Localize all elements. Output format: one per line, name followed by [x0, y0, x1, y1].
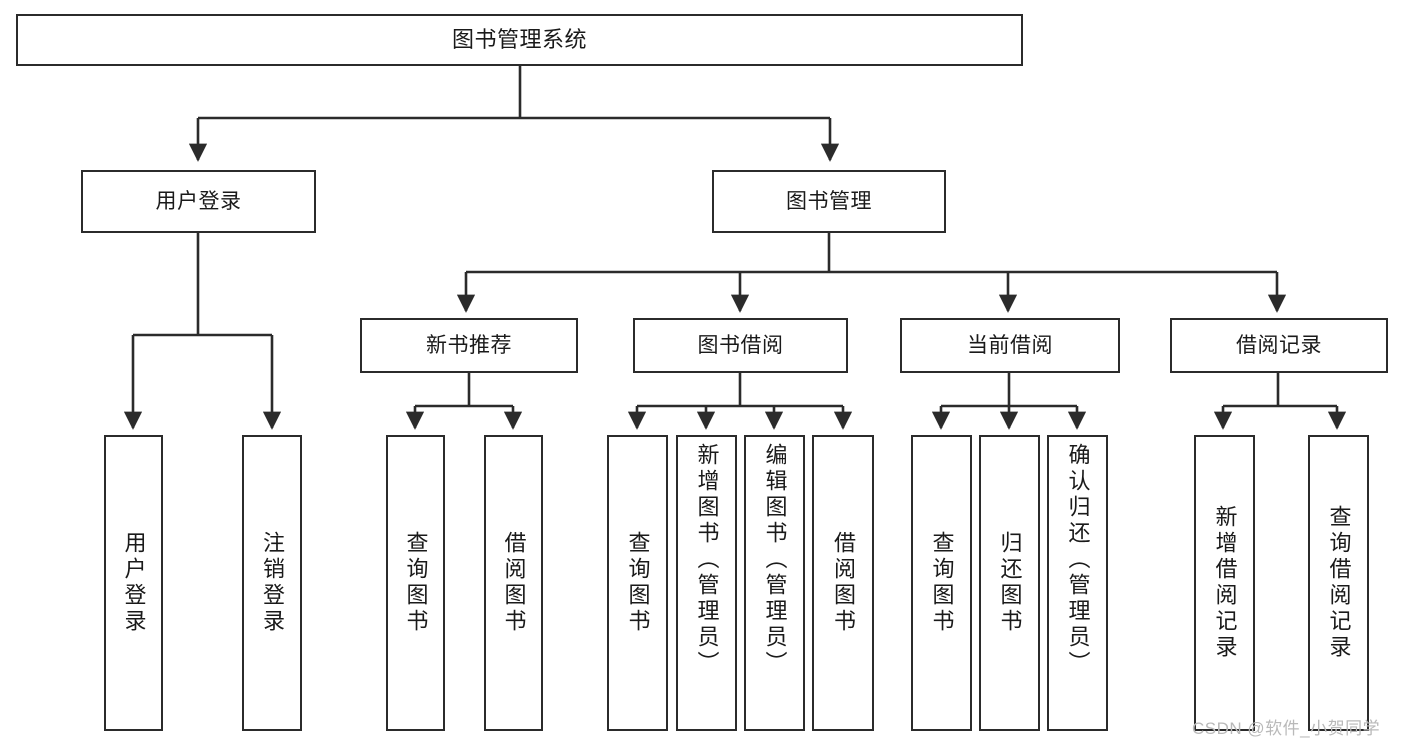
node-label: 新增图书（管理员）: [694, 443, 720, 677]
node-label: 用户登录: [155, 189, 242, 213]
node-label: 查询借阅记录: [1326, 505, 1352, 661]
leaf-new-book-query-book[interactable]: 查询图书: [386, 435, 445, 731]
node-label: 借阅图书: [501, 531, 527, 635]
node-label: 图书管理: [786, 189, 872, 213]
node-label: 借阅图书: [831, 531, 856, 635]
node-label: 确认归还（管理员）: [1065, 443, 1091, 677]
leaf-current-borrow-confirm-return-admin[interactable]: 确认归还（管理员）: [1047, 435, 1108, 731]
node-root-book-management-system[interactable]: 图书管理系统: [16, 14, 1023, 66]
leaf-book-borrow-borrow-book[interactable]: 借阅图书: [812, 435, 874, 731]
node-borrow-record[interactable]: 借阅记录: [1170, 318, 1388, 373]
leaf-book-borrow-edit-book-admin[interactable]: 编辑图书（管理员）: [744, 435, 805, 731]
leaf-book-borrow-query-book[interactable]: 查询图书: [607, 435, 668, 731]
leaf-current-borrow-query-book[interactable]: 查询图书: [911, 435, 972, 731]
node-label: 查询图书: [403, 531, 429, 635]
node-new-book-recommend[interactable]: 新书推荐: [360, 318, 578, 373]
node-label: 借阅记录: [1236, 333, 1322, 357]
leaf-user-login-logout[interactable]: 注销登录: [242, 435, 302, 731]
leaf-current-borrow-return-book[interactable]: 归还图书: [979, 435, 1040, 731]
node-current-borrow[interactable]: 当前借阅: [900, 318, 1120, 373]
csdn-watermark: CSDN @软件_小贺同学: [1192, 719, 1381, 738]
node-label: 当前借阅: [967, 333, 1053, 357]
leaf-borrow-record-query-record[interactable]: 查询借阅记录: [1308, 435, 1369, 731]
node-label: 图书管理系统: [451, 26, 587, 52]
leaf-borrow-record-add-record[interactable]: 新增借阅记录: [1194, 435, 1255, 731]
node-label: 归还图书: [997, 531, 1023, 635]
node-label: 用户登录: [121, 531, 147, 635]
node-label: 新增借阅记录: [1212, 505, 1238, 661]
node-book-management[interactable]: 图书管理: [712, 170, 946, 233]
node-label: 图书借阅: [697, 333, 784, 357]
leaf-user-login-login[interactable]: 用户登录: [104, 435, 163, 731]
node-label: 新书推荐: [426, 333, 512, 357]
node-label: 查询图书: [625, 531, 651, 635]
node-label: 查询图书: [929, 531, 955, 635]
node-label: 编辑图书（管理员）: [762, 443, 788, 677]
node-book-borrow[interactable]: 图书借阅: [633, 318, 848, 373]
node-user-login[interactable]: 用户登录: [81, 170, 316, 233]
leaf-new-book-borrow-book[interactable]: 借阅图书: [484, 435, 543, 731]
node-label: 注销登录: [260, 531, 285, 635]
leaf-book-borrow-add-book-admin[interactable]: 新增图书（管理员）: [676, 435, 737, 731]
